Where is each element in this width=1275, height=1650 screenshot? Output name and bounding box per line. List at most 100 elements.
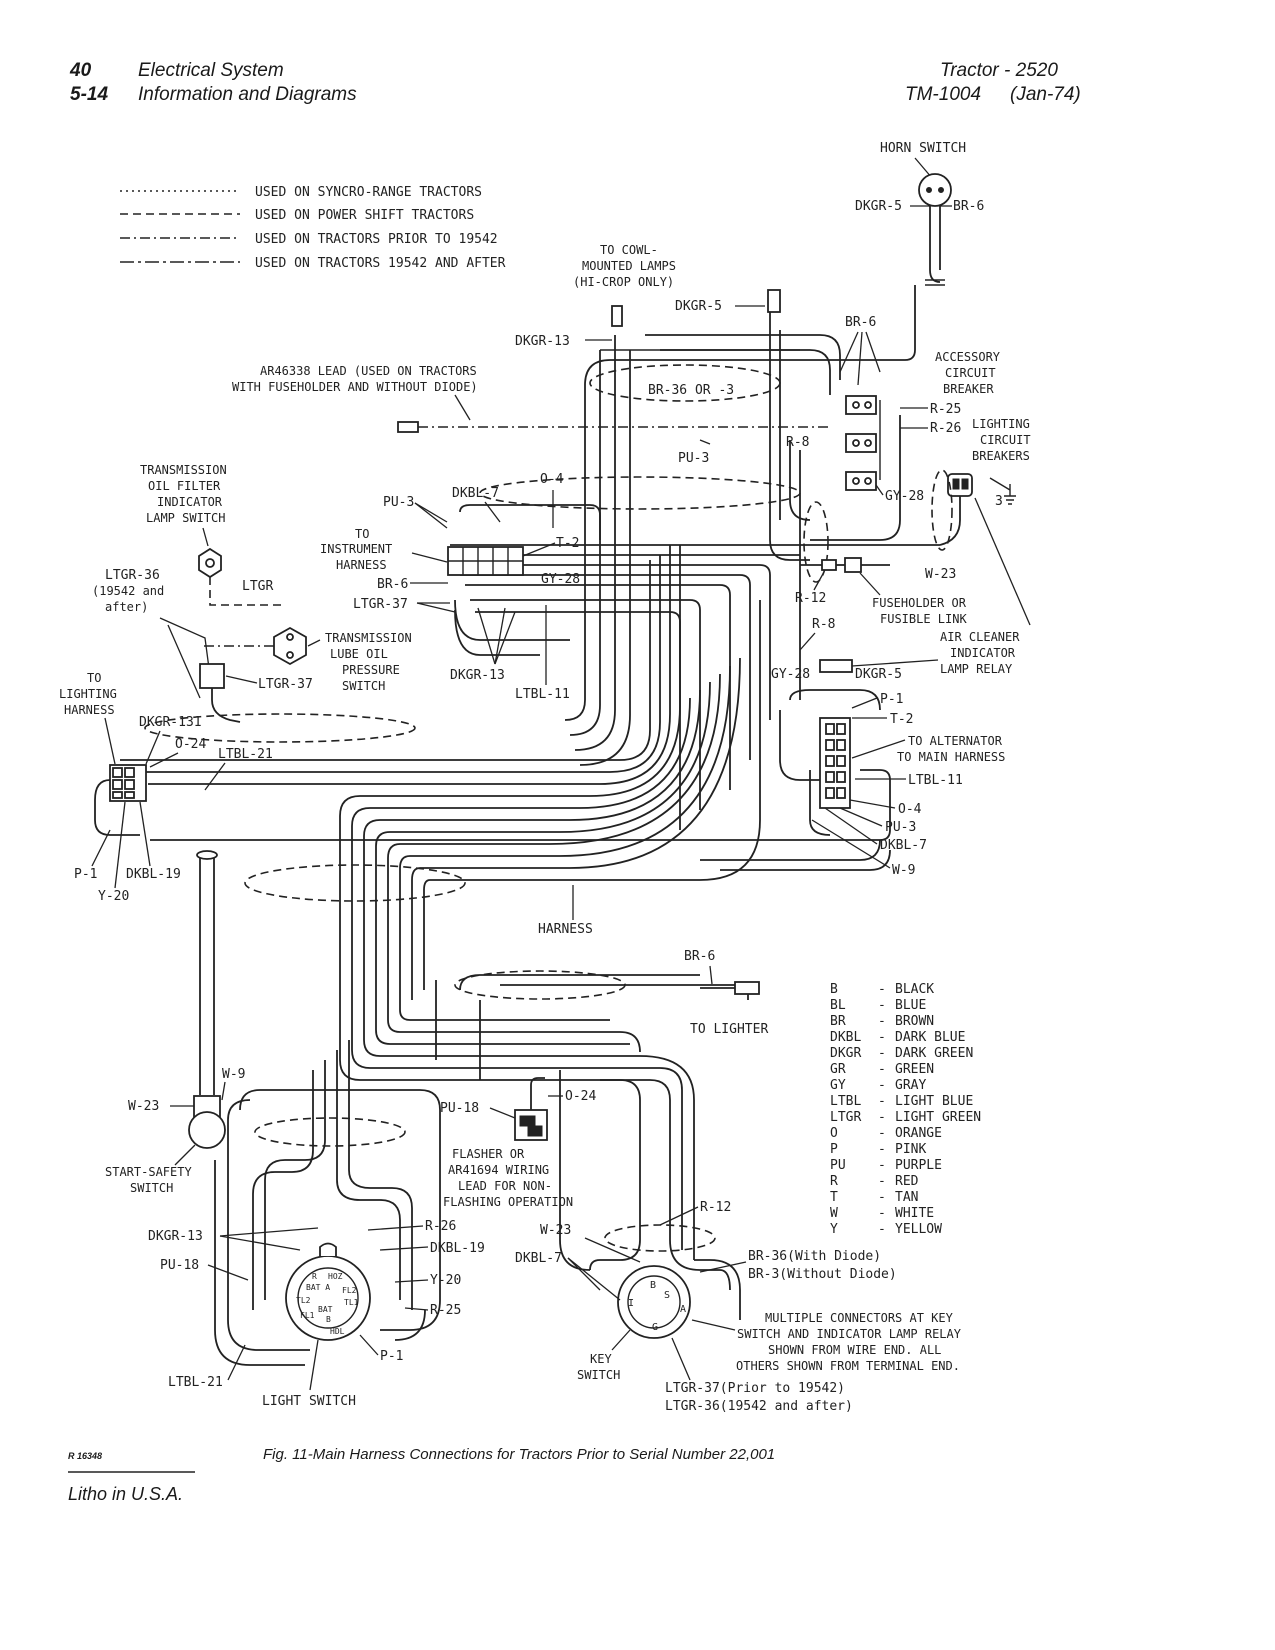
color-dash-9: -: [878, 1126, 886, 1141]
wire-label-br6-breaker: BR-6: [845, 315, 876, 330]
light-switch-terminal-5: TL1: [344, 1298, 359, 1307]
ltgr36-note-2: (19542 and: [92, 584, 164, 598]
color-name-12: RED: [895, 1174, 919, 1189]
to-instrument-label-2: INSTRUMENT: [320, 542, 392, 556]
section-title: Electrical System: [138, 60, 284, 81]
lighting-label-1: LIGHTING: [972, 417, 1030, 431]
main-harness-bundle: [120, 285, 953, 1366]
color-code-10: P: [830, 1142, 838, 1157]
trans-lube-label-1: TRANSMISSION: [325, 631, 412, 645]
color-name-0: BLACK: [895, 982, 934, 997]
air-cleaner-label-1: AIR CLEANER: [940, 630, 1020, 644]
key-switch-label-2: SWITCH: [577, 1368, 620, 1382]
to-lighting-label-1: TO: [87, 671, 101, 685]
wire-label-ltbl21-ls: LTBL-21: [168, 1375, 223, 1390]
color-dash-0: -: [878, 982, 886, 997]
color-dash-12: -: [878, 1174, 886, 1189]
wire-label-t2-inst: T-2: [556, 536, 579, 551]
color-dash-7: -: [878, 1094, 886, 1109]
to-instrument-label-1: TO: [355, 527, 369, 541]
trans-lube-label-2: LUBE OIL: [330, 647, 388, 661]
color-dash-11: -: [878, 1158, 886, 1173]
trans-filter-label-4: LAMP SWITCH: [146, 511, 225, 525]
trans-lube-label-4: SWITCH: [342, 679, 385, 693]
color-name-9: ORANGE: [895, 1126, 942, 1141]
br3-without-label: BR-3(Without Diode): [748, 1267, 897, 1282]
color-dash-10: -: [878, 1142, 886, 1157]
light-switch-terminal-7: BAT: [318, 1305, 333, 1314]
wire-label-gy28-inst: GY-28: [541, 572, 580, 587]
wire-label-ltgr37-inst: LTGR-37: [353, 597, 408, 612]
color-code-5: GR: [830, 1062, 846, 1077]
color-dash-2: -: [878, 1014, 886, 1029]
color-code-15: Y: [830, 1222, 838, 1237]
wire-label-dkgr13-top: DKGR-13: [515, 334, 570, 349]
color-code-6: GY: [830, 1078, 846, 1093]
color-name-1: BLUE: [895, 998, 926, 1013]
color-name-8: LIGHT GREEN: [895, 1110, 981, 1125]
color-code-1: BL: [830, 998, 846, 1013]
wire-label-gy28-lower: GY-28: [771, 667, 810, 682]
wire-label-pu3-mid: PU-3: [678, 451, 709, 466]
wire-label-br6-lighter: BR-6: [684, 949, 715, 964]
wire-label-o24-flasher: O-24: [565, 1089, 596, 1104]
key-switch-terminal-0: B: [650, 1280, 656, 1291]
color-name-15: YELLOW: [895, 1222, 942, 1237]
fuseholder-label-2: FUSIBLE LINK: [880, 612, 967, 626]
color-code-11: PU: [830, 1158, 846, 1173]
manual-date: (Jan-74): [1010, 84, 1081, 105]
accessory-label-1: ACCESSORY: [935, 350, 1001, 364]
trans-filter-switch: TRANSMISSION OIL FILTER INDICATOR LAMP S…: [92, 463, 285, 614]
color-dash-3: -: [878, 1030, 886, 1045]
wire-label-pu3-alt: PU-3: [885, 820, 916, 835]
flasher-label-3: LEAD FOR NON-: [458, 1179, 552, 1193]
wire-label-3: 3: [995, 494, 1003, 509]
fuseholder: R-12 FUSEHOLDER OR FUSIBLE LINK AIR CLEA…: [795, 557, 1020, 676]
wire-label-r12-fuse: R-12: [795, 591, 826, 606]
multi-note-2: SWITCH AND INDICATOR LAMP RELAY: [737, 1327, 962, 1341]
wire-label-br6-inst: BR-6: [377, 577, 408, 592]
cowl-label-1: TO COWL-: [600, 243, 658, 257]
trans-filter-label-2: OIL FILTER: [148, 479, 221, 493]
wire-label-y20-ls: Y-20: [430, 1273, 461, 1288]
color-code-4: DKGR: [830, 1046, 861, 1061]
instrument-harness-connector: DKBL-7 O-4 PU-3 T-2 GY-28 TO INSTRUMENT …: [320, 472, 580, 702]
wire-label-r8-lower: R-8: [812, 617, 835, 632]
color-code-8: LTGR: [830, 1110, 861, 1125]
wire-label-r25: R-25: [930, 402, 961, 417]
wire-label-ltbl11-alt: LTBL-11: [908, 773, 963, 788]
wire-label-r26-ls: R-26: [425, 1219, 456, 1234]
wire-label-r12-key: R-12: [700, 1200, 731, 1215]
to-lighting-label-3: HARNESS: [64, 703, 115, 717]
wire-label-r25-ls: R-25: [430, 1303, 461, 1318]
wire-label-dkgr13-ls: DKGR-13: [148, 1229, 203, 1244]
wire-label-ltbl21-top: LTBL-21: [218, 747, 273, 762]
trans-filter-label-3: INDICATOR: [157, 495, 223, 509]
wire-label-dkgr5-lower: DKGR-5: [855, 667, 902, 682]
key-switch-label-1: KEY: [590, 1352, 612, 1366]
color-name-11: PURPLE: [895, 1158, 942, 1173]
start-safety-label-1: START-SAFETY: [105, 1165, 192, 1179]
ltgr36-note-1: LTGR-36: [105, 568, 160, 583]
wire-label-dkbl19-ls: DKBL-19: [430, 1241, 485, 1256]
wire-label-t2-alt: T-2: [890, 712, 913, 727]
cowl-lamps-connector: TO COWL- MOUNTED LAMPS (HI-CROP ONLY) DK…: [515, 243, 781, 349]
figure-caption: Fig. 11-Main Harness Connections for Tra…: [263, 1446, 776, 1463]
color-name-13: TAN: [895, 1190, 918, 1205]
color-dash-13: -: [878, 1190, 886, 1205]
color-code-2: BR: [830, 1014, 846, 1029]
litho-note: Litho in U.S.A.: [68, 1484, 184, 1504]
flasher-label-1: FLASHER OR: [452, 1147, 525, 1161]
color-name-7: LIGHT BLUE: [895, 1094, 973, 1109]
color-code-0: B: [830, 982, 838, 997]
air-cleaner-relay: 3 W-23: [925, 473, 1031, 626]
light-switch-label: LIGHT SWITCH: [262, 1394, 356, 1409]
cowl-label-3: (HI-CROP ONLY): [573, 275, 674, 289]
light-switch-terminal-0: R: [312, 1272, 317, 1281]
wire-label-r8-upper: R-8: [786, 435, 809, 450]
wire-label-r26: R-26: [930, 421, 961, 436]
horn-switch-label: HORN SWITCH: [880, 141, 966, 156]
color-dash-8: -: [878, 1110, 886, 1125]
